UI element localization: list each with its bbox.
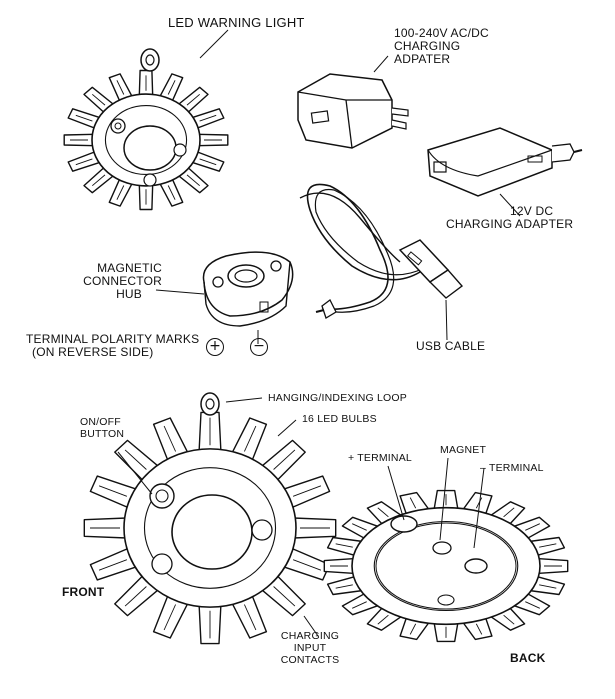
usb-cable-illustration [299,183,464,319]
magnetic-hub-label: MAGNETIC CONNECTOR HUB [83,261,162,301]
led-bulbs-label: 16 LED BULBS [302,413,377,425]
terminal-polarity-label: TERMINAL POLARITY MARKS (ON REVERSE SIDE… [26,332,200,359]
on-off-button-label: ON/OFF BUTTON [80,416,125,440]
back-label: BACK [510,651,546,665]
led-light-back-illustration [323,489,569,643]
charging-contacts-label: CHARGING INPUT CONTACTS [280,630,340,666]
magnet-label: MAGNET [440,444,487,456]
dc-car-adapter-illustration [427,127,583,197]
ac-dc-adapter-label: 100-240V AC/DC CHARGING ADPATER [394,26,489,66]
minus-terminal-label: – TERMINAL [480,462,544,474]
led-light-front-illustration [83,392,337,645]
dc-adapter-label: 12V DC CHARGING ADAPTER [446,204,574,231]
usb-cable-label: USB CABLE [416,339,486,353]
minus-polarity-icon: − [250,338,268,356]
led-warning-light-label: LED WARNING LIGHT [168,15,305,30]
plus-terminal-label: + TERMINAL [348,452,412,464]
magnetic-hub-illustration [202,251,294,327]
plus-polarity-icon: + [206,338,224,356]
front-label: FRONT [62,585,105,599]
ac-dc-adapter-illustration [297,73,409,149]
hanging-loop-label: HANGING/INDEXING LOOP [268,392,407,404]
leader-lines [117,29,521,637]
led-light-top-illustration [63,48,229,211]
